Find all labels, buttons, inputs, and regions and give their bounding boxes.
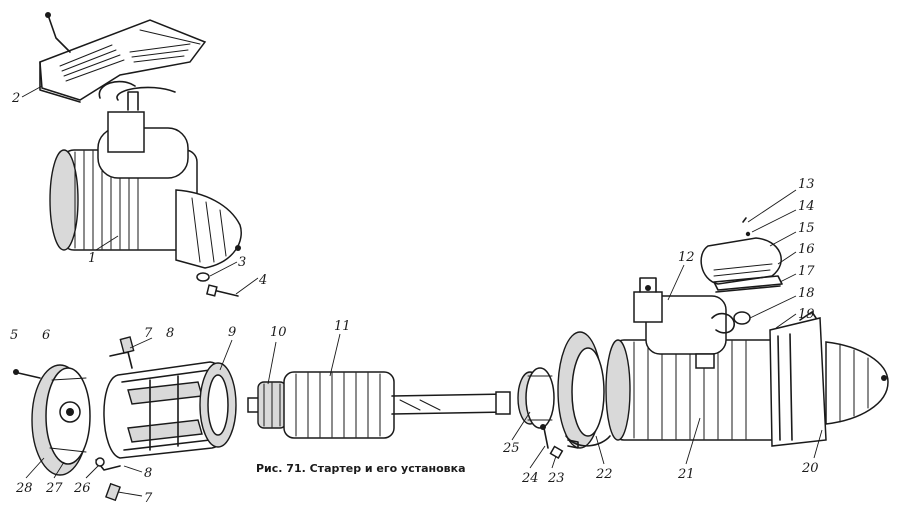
callout-15: 15 — [798, 221, 815, 236]
callout-8-top: 8 — [166, 326, 174, 341]
callout-17: 17 — [798, 264, 815, 279]
callout-24: 24 — [521, 471, 539, 486]
callout-25: 25 — [502, 441, 520, 456]
part-front-cover — [769, 311, 889, 447]
callouts: 2 1 3 4 5 6 7 8 9 10 11 12 13 14 15 16 1… — [10, 91, 819, 506]
callout-1: 1 — [88, 251, 96, 266]
callout-6: 6 — [42, 328, 50, 343]
part-field-coils — [103, 361, 237, 459]
callout-5: 5 — [10, 328, 18, 343]
callout-3: 3 — [238, 255, 246, 270]
callout-28: 28 — [15, 481, 33, 496]
part-screws-13-14 — [742, 217, 751, 237]
callout-20: 20 — [801, 461, 819, 476]
part-drive-housing — [557, 331, 611, 449]
callout-14: 14 — [798, 199, 815, 214]
callout-12: 12 — [678, 250, 695, 265]
callout-19: 19 — [798, 307, 815, 322]
part-starter-assembled — [49, 80, 242, 269]
callout-2: 2 — [11, 91, 20, 106]
part-armature — [247, 371, 511, 439]
callout-9: 9 — [228, 325, 236, 340]
part-pin-nut — [540, 424, 564, 459]
part-stator-housing — [605, 339, 787, 441]
part-solenoid — [633, 277, 751, 369]
part-brush-cover — [700, 237, 783, 293]
callout-16: 16 — [798, 242, 815, 257]
part-end-cover — [13, 364, 91, 476]
callout-7-bottom: 7 — [144, 491, 153, 506]
callout-21: 21 — [677, 467, 695, 482]
part-drive-pinion — [517, 367, 555, 429]
callout-22: 22 — [595, 467, 613, 482]
callout-10: 10 — [270, 325, 287, 340]
callout-8-bottom: 8 — [144, 466, 152, 481]
leader-lines — [21, 85, 823, 497]
part-bracket — [39, 12, 207, 103]
callout-26: 26 — [73, 481, 91, 496]
callout-23: 23 — [547, 471, 565, 486]
callout-7-top: 7 — [144, 326, 153, 341]
callout-11: 11 — [334, 319, 351, 334]
callout-4: 4 — [258, 273, 267, 288]
part-brushes — [95, 336, 135, 502]
callout-27: 27 — [45, 481, 63, 496]
figure-caption: Рис. 71. Стартер и его установка — [256, 462, 466, 475]
callout-13: 13 — [798, 177, 815, 192]
part-washer-bolt — [196, 272, 239, 297]
callout-18: 18 — [798, 286, 815, 301]
